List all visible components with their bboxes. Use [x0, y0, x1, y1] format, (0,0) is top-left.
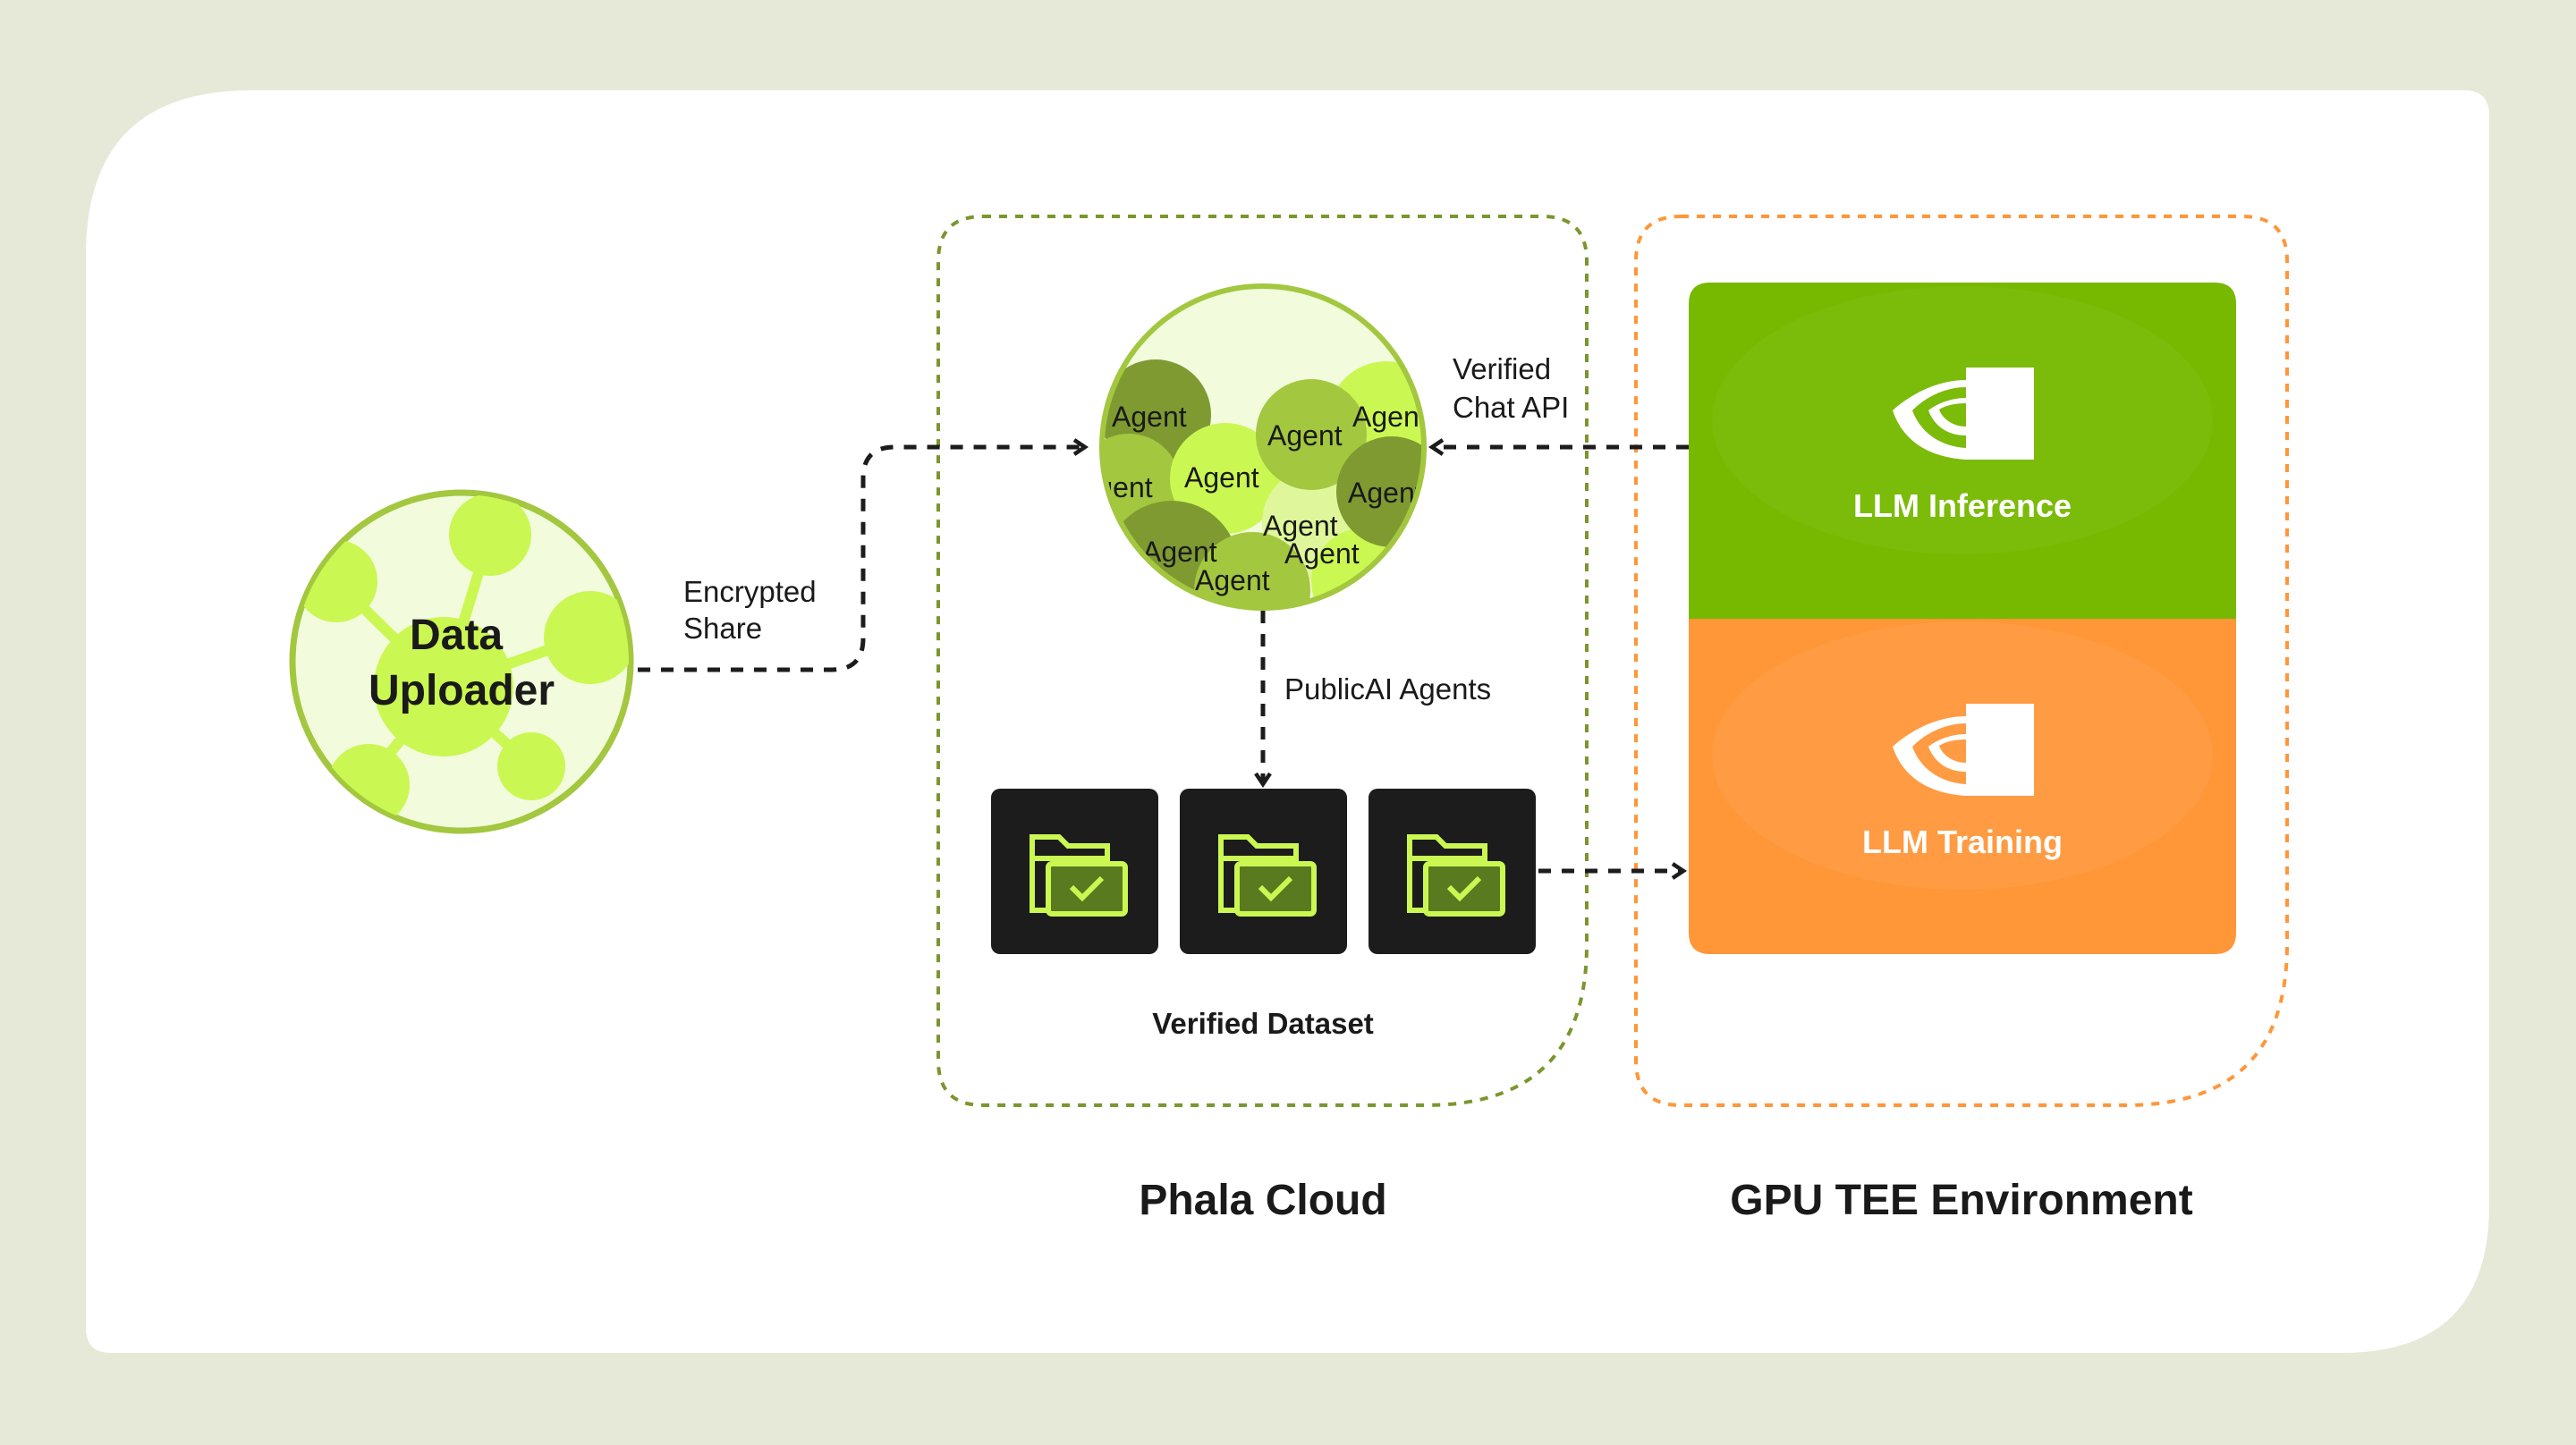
llm-training-label: LLM Training	[1862, 824, 2063, 860]
gpu-tee-boundary	[1634, 215, 2289, 1107]
llm-inference-card: LLM Inference	[1689, 283, 2236, 619]
dataset-folder-1[interactable]	[991, 789, 1158, 954]
verified-dataset-label: Verified Dataset	[1152, 1007, 1374, 1040]
data-uploader-node: Data Uploader	[289, 489, 634, 834]
network-icon	[295, 494, 629, 826]
gpu-tee-title: GPU TEE Environment	[1730, 1177, 2192, 1224]
agent-label: Agent	[1284, 537, 1360, 570]
verified-chat-api-label: Verified	[1453, 352, 1551, 385]
uploader-label-line2: Uploader	[369, 667, 555, 714]
publicai-agents-label: PublicAI Agents	[1284, 672, 1491, 706]
encrypted-share-arrow	[638, 438, 1089, 672]
llm-inference-label: LLM Inference	[1853, 487, 2072, 524]
agent-label: Agent	[1184, 461, 1259, 494]
agent-label: Agent	[1267, 419, 1343, 452]
agent-label: Agent	[1195, 564, 1270, 596]
llm-training-card: LLM Training	[1689, 619, 2236, 954]
phala-cloud-boundary	[936, 215, 1589, 1107]
verified-chat-api-label-2: Chat API	[1453, 391, 1569, 424]
dataset-folder-3[interactable]	[1368, 789, 1536, 954]
agent-label: Agent	[1348, 477, 1423, 509]
agent-label: Agent	[1263, 510, 1338, 542]
agents-cluster: Agent Agent Agent Agent Agent Agent Agen…	[1099, 283, 1428, 611]
phala-cloud-title: Phala Cloud	[1139, 1177, 1386, 1224]
agent-label: Agent	[1352, 401, 1428, 433]
agent-label: Agent	[1112, 401, 1187, 433]
dataset-folder-2[interactable]	[1180, 789, 1347, 954]
encrypted-share-label: Encrypted	[683, 575, 817, 608]
agent-label: Agent	[1142, 536, 1217, 568]
encrypted-share-label-2: Share	[683, 612, 762, 645]
uploader-label-line1: Data	[410, 612, 503, 659]
